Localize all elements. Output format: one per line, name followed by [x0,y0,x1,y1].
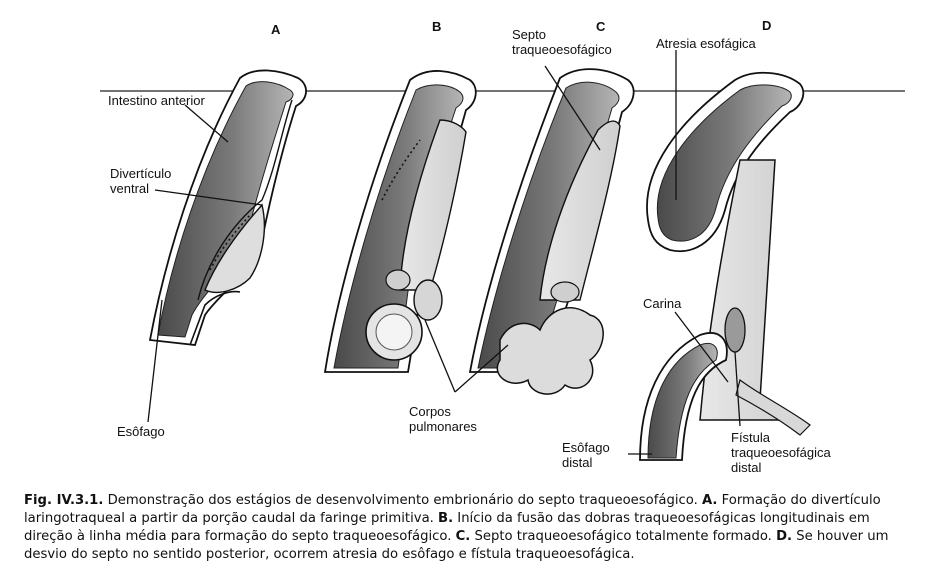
caption-text-c: Septo traqueoesofágico totalmente formad… [470,529,777,544]
label-corpos-pulmonares: Corpos pulmonares [409,404,477,434]
panel-d-distal-esophagus-lumen [647,343,718,459]
label-esofago-distal: Esôfago distal [562,440,610,470]
embryology-illustration [100,50,905,461]
panel-b-small-bud [385,269,411,291]
label-fistula-traqueoesofagica-distal: Fístula traqueoesofágica distal [731,430,831,475]
caption-a-label: A. [701,493,718,508]
label-intestino-anterior: Intestino anterior [108,93,205,108]
figure-caption: Fig. IV.3.1. Demonstração dos estágios d… [24,492,914,564]
label-septo-traqueoesofagico: Septo traqueoesofágico [512,27,612,57]
leader-diverticulo [154,189,263,206]
panel-b-drawing [323,70,477,373]
panel-a-lower-edge [189,290,241,346]
leader-septo [544,65,601,151]
leader-corpos-c [454,344,509,393]
panel-letter-d: D [762,18,772,33]
panel-b-trachea [399,119,467,291]
panel-b-lung-bud-left-inner [375,313,413,351]
caption-d-label: D. [776,529,793,544]
caption-text-a: Formação do divertículo laringotraqueal … [24,493,881,526]
panel-d-atresia-lumen [656,84,792,242]
leader-lines [147,50,741,455]
panel-b-dotted-fold [381,139,421,201]
panel-a-drawing [148,69,307,346]
leader-corpos-b [424,319,456,393]
caption-text-b: Início da fusão das dobras traqueoesofág… [24,511,870,544]
label-diverticulo-ventral: Divertículo ventral [110,166,172,196]
panel-c-carina-bud [550,281,580,303]
label-esofago: Esôfago [117,424,165,439]
panel-d-bronchus [735,378,811,436]
caption-text-1: Demonstração dos estágios de desenvolvim… [103,493,702,508]
panel-c-drawing [468,68,635,395]
panel-a-ventral-tube [197,99,293,301]
caption-b-label: B. [438,511,454,526]
panel-c-septum-trachea [539,120,621,301]
panel-a-diverticulum [204,203,265,294]
leader-intestino [184,104,229,143]
panel-c-lung-buds [496,307,604,395]
panel-d-drawing [639,71,811,461]
panel-letter-c: C [596,19,606,34]
caption-fig-label: Fig. IV.3.1. [24,493,104,508]
leader-esofago [147,299,163,423]
panel-d-fistula [724,307,746,353]
caption-text-d: Se houver um desvio do septo no sentido … [24,529,889,562]
panel-letter-b: B [432,19,442,34]
caption-c-label: C. [455,529,471,544]
leader-carina [674,311,729,383]
panel-letter-a: A [271,22,281,37]
label-atresia-esofagica: Atresia esofágica [656,36,756,51]
leader-fistula [734,351,741,427]
panel-a-dotted-fold [209,214,251,271]
label-carina: Carina [643,296,682,311]
panel-b-lung-bud-right [413,279,443,321]
